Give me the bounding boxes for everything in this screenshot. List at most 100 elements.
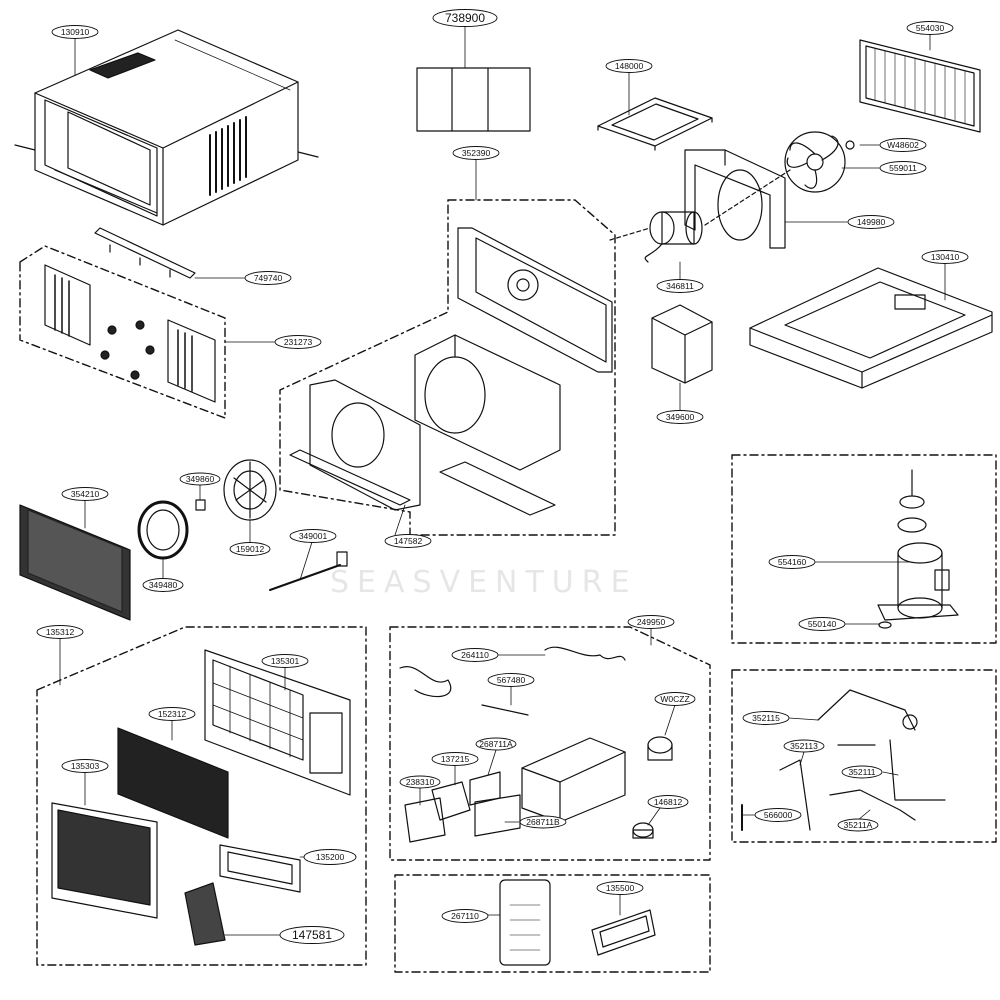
part-number-label: 749740: [254, 273, 283, 283]
blower-wheel-part: [223, 459, 277, 521]
callout-bubble: [441, 909, 489, 923]
part-callout-p135301: 135301: [261, 654, 309, 668]
callout-bubble: [399, 775, 441, 789]
part-number-label: 135312: [46, 627, 75, 637]
boundary-compressor: [731, 454, 997, 644]
callout-bubble: [303, 849, 357, 865]
part-callout-p554030: 554030: [906, 21, 954, 35]
part-callout-p349480: 349480: [142, 578, 184, 592]
part-callout-p559011: 559011: [879, 161, 927, 175]
callout-bubble: [244, 271, 292, 285]
part-callout-p130410: 130410: [921, 250, 969, 264]
callout-bubble: [656, 410, 704, 424]
orifice-ring-part: [137, 499, 206, 560]
part-number-label: 566000: [764, 810, 793, 820]
evaporator-coil-part: [19, 504, 131, 621]
pcb-part: [404, 771, 521, 843]
control-box-part: [651, 304, 713, 384]
part-callout-p346811: 346811: [656, 279, 704, 293]
part-callout-p159012: 159012: [229, 542, 271, 556]
callout-bubble: [148, 707, 196, 721]
part-number-label: 147581: [292, 928, 332, 942]
part-callout-p152312: 152312: [148, 707, 196, 721]
part-callout-p566000: 566000: [754, 808, 802, 822]
callout-bubble: [487, 673, 535, 687]
evaporator-frame-part: [289, 379, 421, 511]
callout-bubble: [431, 752, 479, 766]
remote-control-part: [499, 879, 551, 966]
callout-bubble: [229, 542, 271, 556]
part-callout-p349600: 349600: [656, 410, 704, 424]
condenser-coil-part: [859, 39, 981, 133]
part-callout-p35211a: 35211A: [837, 818, 879, 832]
part-callout-p749740: 749740: [244, 271, 292, 285]
drain-tray-part: [439, 461, 556, 516]
callout-bubble: [742, 711, 790, 725]
group-boundaries: [19, 199, 997, 973]
part-number-label: 354210: [71, 489, 100, 499]
part-number-label: 146812: [654, 797, 683, 807]
part-callout-p264110: 264110: [451, 648, 499, 662]
part-callout-p231273: 231273: [274, 335, 322, 349]
callout-bubble: [289, 529, 337, 543]
part-number-label: 249950: [637, 617, 666, 627]
part-callout-p146812: 146812: [647, 795, 689, 809]
callout-bubble: [906, 21, 954, 35]
part-number-label: 554030: [916, 23, 945, 33]
part-labels: 130910738900148000554030W486025590113523…: [36, 9, 969, 944]
part-number-label: 352111: [848, 767, 875, 777]
callout-bubble: [768, 555, 816, 569]
callout-bubble: [142, 578, 184, 592]
part-callout-p137215: 137215: [431, 752, 479, 766]
part-number-label: 268711B: [526, 817, 560, 827]
part-callout-p147581: 147581: [279, 926, 345, 944]
part-callout-p149980: 149980: [847, 215, 895, 229]
watermark: SEASVENTURE: [330, 565, 638, 600]
part-callout-p135312: 135312: [36, 625, 84, 639]
part-number-label: 264110: [461, 650, 489, 660]
callout-bubble: [837, 818, 879, 832]
part-callout-p567480: 567480: [487, 673, 535, 687]
orifice-panel-part: [457, 227, 613, 373]
part-number-label: 135500: [606, 883, 635, 893]
callout-bubble: [654, 692, 696, 706]
callout-bubble: [879, 161, 927, 175]
part-callout-p148000: 148000: [605, 59, 653, 73]
callout-bubble: [656, 279, 704, 293]
part-number-label: 135303: [71, 761, 100, 771]
part-number-label: 35211A: [844, 820, 873, 830]
callout-bubble: [279, 926, 345, 944]
wire-harness-part: [399, 646, 626, 716]
callout-bubble: [627, 615, 675, 629]
top-frame-part: [597, 97, 713, 151]
part-number-label: 268711A: [479, 739, 513, 749]
part-number-label: 352115: [752, 713, 780, 723]
boundary-tubing: [731, 669, 997, 843]
part-number-label: 231273: [284, 337, 313, 347]
base-pan-part: [749, 267, 993, 389]
callout-bubble: [451, 648, 499, 662]
part-callout-p352390: 352390: [452, 146, 500, 160]
part-number-label: 554160: [778, 557, 807, 567]
support-bar-part: [94, 227, 196, 279]
part-callout-p249950: 249950: [627, 615, 675, 629]
part-callout-p352111: 352111: [841, 765, 883, 779]
part-number-label: 147582: [394, 536, 423, 546]
boundary-front-grille: [36, 626, 367, 966]
part-number-label: 352113: [790, 741, 818, 751]
cabinet-part: [14, 29, 319, 226]
part-number-label: 346811: [666, 281, 694, 291]
part-number-label: 152312: [158, 709, 187, 719]
part-number-label: 352390: [462, 148, 491, 158]
part-callout-p268711a: 268711A: [475, 737, 517, 751]
callout-bubble: [452, 146, 500, 160]
boundary-electrical: [389, 626, 711, 861]
part-callout-p135303: 135303: [61, 759, 109, 773]
boundary-assembly-231273: [19, 245, 226, 419]
part-number-label: W48602: [887, 140, 919, 150]
callout-bubble: [519, 815, 567, 829]
callout-bubble: [36, 625, 84, 639]
callout-bubble: [596, 881, 644, 895]
part-number-label: 130410: [931, 252, 960, 262]
